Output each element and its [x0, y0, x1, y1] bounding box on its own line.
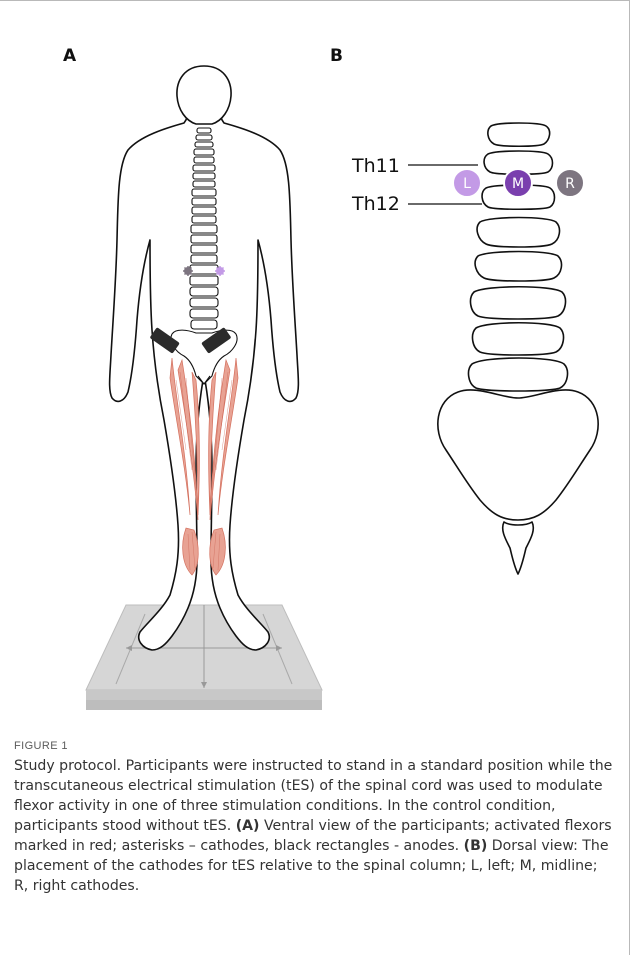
- panel-b-illustration: Th11 Th12 L M R: [351, 123, 598, 574]
- coccyx: [503, 522, 534, 574]
- force-platform: [86, 605, 322, 710]
- caption-title: FIGURE 1: [14, 740, 614, 752]
- cathode-letter-left: L: [463, 176, 471, 192]
- figure-illustration: Th11 Th12 L M R: [0, 0, 644, 735]
- cathode-badge-midline: M: [504, 169, 532, 197]
- figure-caption: FIGURE 1 Study protocol. Participants we…: [14, 740, 614, 896]
- cathode-badge-right: R: [556, 169, 584, 197]
- sacrum: [438, 390, 598, 520]
- panel-a-illustration: [86, 66, 322, 710]
- cathode-asterisk-left: [183, 266, 193, 276]
- caption-b-tag: (B): [464, 838, 488, 854]
- cathode-letter-midline: M: [512, 176, 524, 192]
- th11-label: Th11: [351, 155, 400, 177]
- cathode-badge-left: L: [453, 169, 481, 197]
- caption-a-tag: (A): [236, 818, 260, 834]
- cathode-letter-right: R: [565, 176, 575, 192]
- caption-text: Study protocol. Participants were instru…: [14, 756, 614, 896]
- cathode-asterisk-right: [215, 266, 225, 276]
- th12-label: Th12: [351, 193, 400, 215]
